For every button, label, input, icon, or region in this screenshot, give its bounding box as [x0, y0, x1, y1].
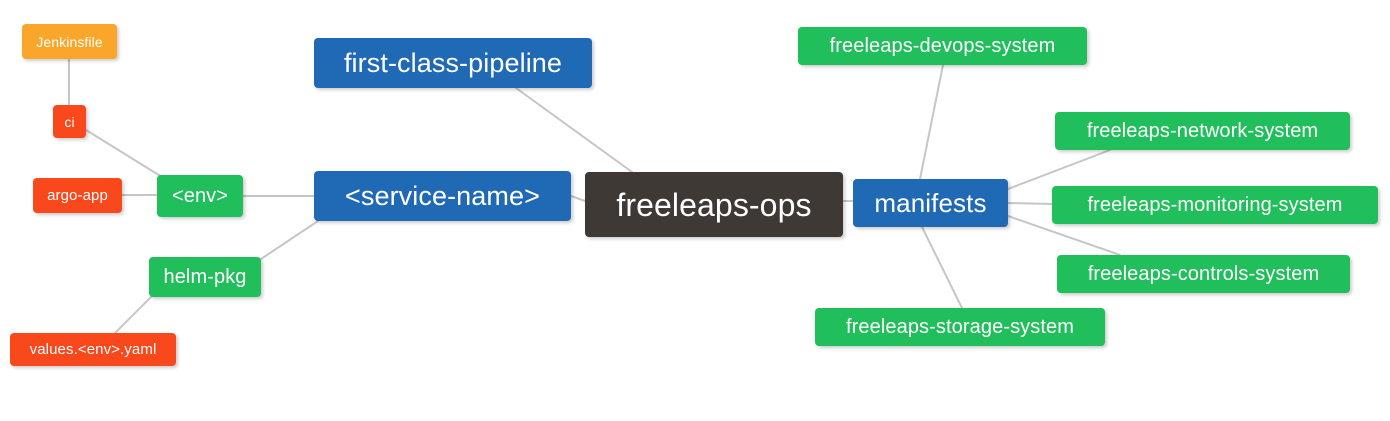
node-label-freeleaps-controls-system: freeleaps-controls-system	[1087, 263, 1320, 285]
node-freeleaps-controls-system[interactable]: freeleaps-controls-system	[1057, 255, 1350, 293]
node-service-name[interactable]: <service-name>	[314, 171, 571, 221]
node-argo-app[interactable]: argo-app	[33, 178, 122, 213]
node-freeleaps-devops-system[interactable]: freeleaps-devops-system	[798, 27, 1087, 65]
node-label-env: <env>	[171, 185, 229, 207]
node-label-freeleaps-monitoring-system: freeleaps-monitoring-system	[1087, 194, 1343, 216]
node-freeleaps-ops[interactable]: freeleaps-ops	[585, 172, 843, 237]
node-label-first-class-pipeline: first-class-pipeline	[343, 47, 563, 78]
edge-service-name-freeleaps-ops	[570, 195, 586, 202]
node-env[interactable]: <env>	[157, 175, 243, 217]
node-label-freeleaps-ops: freeleaps-ops	[616, 186, 812, 223]
edge-manifests-monitoring	[1007, 202, 1053, 205]
node-label-ci: ci	[64, 113, 75, 130]
node-label-manifests: manifests	[874, 188, 987, 218]
node-values-yaml[interactable]: values.<env>.yaml	[10, 333, 176, 366]
node-manifests[interactable]: manifests	[853, 179, 1008, 227]
node-freeleaps-network-system[interactable]: freeleaps-network-system	[1055, 112, 1350, 150]
node-label-freeleaps-network-system: freeleaps-network-system	[1086, 120, 1319, 142]
node-jenkinsfile[interactable]: Jenkinsfile	[22, 24, 117, 59]
node-ci[interactable]: ci	[53, 105, 86, 138]
node-label-freeleaps-devops-system: freeleaps-devops-system	[829, 35, 1056, 57]
edge-helm-pkg-values-yaml	[114, 294, 154, 334]
node-helm-pkg[interactable]: helm-pkg	[149, 257, 261, 297]
node-label-values-yaml: values.<env>.yaml	[29, 341, 157, 358]
node-label-argo-app: argo-app	[47, 187, 108, 204]
edge-manifests-devops	[919, 64, 944, 180]
node-freeleaps-storage-system[interactable]: freeleaps-storage-system	[815, 308, 1105, 346]
edge-ci-env	[85, 129, 163, 178]
edge-service-name-helm-pkg	[260, 220, 319, 260]
node-label-jenkinsfile: Jenkinsfile	[36, 33, 103, 50]
node-freeleaps-monitoring-system[interactable]: freeleaps-monitoring-system	[1052, 186, 1378, 224]
edge-manifests-storage	[921, 226, 963, 309]
edge-first-class-pipeline-freeleaps-ops	[515, 87, 633, 173]
node-label-freeleaps-storage-system: freeleaps-storage-system	[845, 316, 1075, 338]
node-label-helm-pkg: helm-pkg	[163, 266, 247, 288]
node-first-class-pipeline[interactable]: first-class-pipeline	[314, 38, 592, 88]
edge-manifests-network	[1007, 149, 1111, 190]
node-label-service-name: <service-name>	[345, 180, 540, 211]
